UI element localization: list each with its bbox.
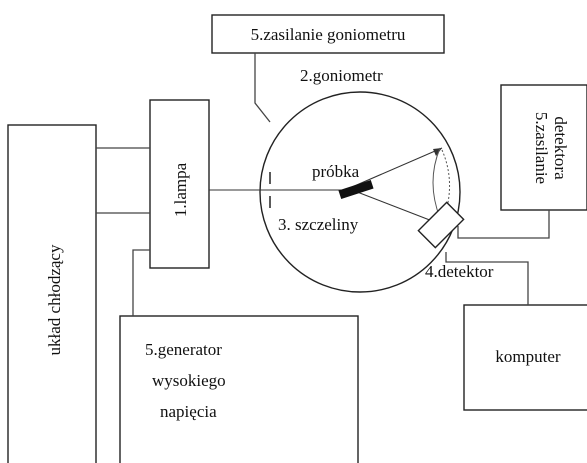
generator-label-line1: 5.generator bbox=[145, 340, 222, 359]
connection-wires bbox=[96, 53, 550, 316]
diffracted-beam bbox=[351, 147, 443, 188]
generator-block: 5.generator wysokiego napięcia bbox=[119, 315, 359, 463]
beam-path bbox=[209, 147, 451, 225]
goniometer-power-block: 5.zasilanie goniometru bbox=[211, 14, 445, 54]
wire-detector-computer bbox=[445, 252, 529, 305]
detector-power-label-line1: 5.zasilanie bbox=[532, 112, 551, 184]
sample-label: próbka bbox=[312, 162, 360, 181]
detector-arc bbox=[432, 147, 441, 219]
detector-power-label-line2: detektora bbox=[551, 116, 570, 180]
cooling-system-label: układ chłodzący bbox=[45, 244, 64, 355]
goniometer-circle bbox=[259, 91, 461, 293]
wire-lamp-generator bbox=[132, 249, 150, 316]
scattered-beam bbox=[351, 189, 441, 225]
wire-detector-power bbox=[457, 210, 550, 239]
goniometer-power-label: 5.zasilanie goniometru bbox=[251, 25, 406, 44]
sample-marker bbox=[338, 179, 374, 200]
lamp-label: 1.lampa bbox=[171, 162, 190, 217]
beam-arrowhead bbox=[433, 148, 442, 156]
generator-label-line2: wysokiego bbox=[152, 371, 226, 390]
detector: 4.detektor bbox=[417, 201, 494, 281]
generator-label-line3: napięcia bbox=[160, 402, 217, 421]
sample: próbka bbox=[312, 162, 374, 200]
wire-goniometer-power bbox=[254, 53, 271, 123]
goniometer-block: 2.goniometr bbox=[259, 66, 461, 293]
detector-power-block: 5.zasilanie detektora bbox=[500, 84, 587, 211]
cooling-system-block: układ chłodzący bbox=[7, 124, 97, 463]
detector-body bbox=[417, 201, 465, 249]
detector-label: 4.detektor bbox=[425, 262, 494, 281]
goniometer-label: 2.goniometr bbox=[300, 66, 383, 85]
slits: 3. szczeliny bbox=[269, 172, 359, 234]
computer-label: komputer bbox=[495, 347, 560, 366]
slits-label: 3. szczeliny bbox=[278, 215, 359, 234]
computer-block: komputer bbox=[463, 304, 587, 411]
lamp-block: 1.lampa bbox=[149, 99, 210, 269]
